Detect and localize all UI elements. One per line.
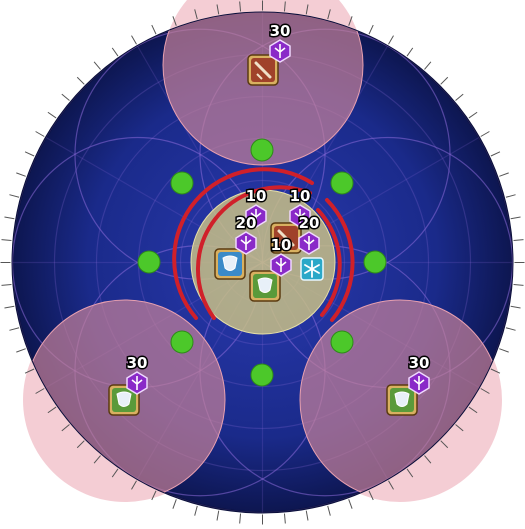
stack-count: 20	[236, 214, 257, 232]
stack-marker[interactable]: 20	[297, 213, 321, 255]
waymark-n[interactable]	[250, 138, 274, 162]
waymark-e[interactable]	[363, 250, 387, 274]
shield-icon	[116, 391, 132, 407]
waymarks	[137, 138, 387, 387]
players	[108, 54, 418, 416]
stack-icon	[289, 204, 311, 228]
debuff-marker	[300, 257, 324, 281]
waymark-nw[interactable]	[170, 171, 194, 195]
shield-icon	[222, 255, 238, 271]
sword-icon	[254, 61, 272, 80]
sword-icon	[277, 229, 295, 248]
stack-marker[interactable]: 20	[234, 213, 258, 255]
stack-icon	[126, 371, 148, 395]
player-tank[interactable]	[214, 248, 246, 280]
stack-marker[interactable]: 30	[407, 353, 431, 395]
stack-icon	[235, 231, 257, 255]
player-healer[interactable]	[386, 384, 418, 416]
stack-count: 10	[246, 187, 267, 205]
stack-icon	[270, 253, 292, 277]
waymark-se[interactable]	[330, 330, 354, 354]
stack-icon	[269, 39, 291, 63]
waymark-s[interactable]	[250, 363, 274, 387]
shield-icon	[394, 391, 410, 407]
player-healer[interactable]	[108, 384, 140, 416]
stack-marker[interactable]: 30	[268, 21, 292, 63]
stack-marker[interactable]: 10	[244, 186, 268, 228]
player-dps[interactable]	[247, 54, 279, 86]
player-healer[interactable]	[249, 270, 281, 302]
snowflake-icon	[304, 260, 320, 278]
stack-count: 10	[290, 187, 311, 205]
stack-marker[interactable]: 10	[269, 235, 293, 277]
shield-icon	[257, 277, 273, 293]
stack-icon	[245, 204, 267, 228]
stack-count: 10	[271, 236, 292, 254]
stack-icon	[408, 371, 430, 395]
stack-count: 30	[409, 354, 430, 372]
red-ring	[172, 167, 355, 322]
waymark-sw[interactable]	[170, 330, 194, 354]
stack-markers: 30 10 10 20 20 10 30 30	[125, 21, 431, 395]
stack-count: 30	[127, 354, 148, 372]
stack-icon	[298, 231, 320, 255]
waymark-ne[interactable]	[330, 171, 354, 195]
stack-marker[interactable]: 10	[288, 186, 312, 228]
stack-count: 30	[270, 22, 291, 40]
stack-count: 20	[299, 214, 320, 232]
waymark-w[interactable]	[137, 250, 161, 274]
stack-marker[interactable]: 30	[125, 353, 149, 395]
